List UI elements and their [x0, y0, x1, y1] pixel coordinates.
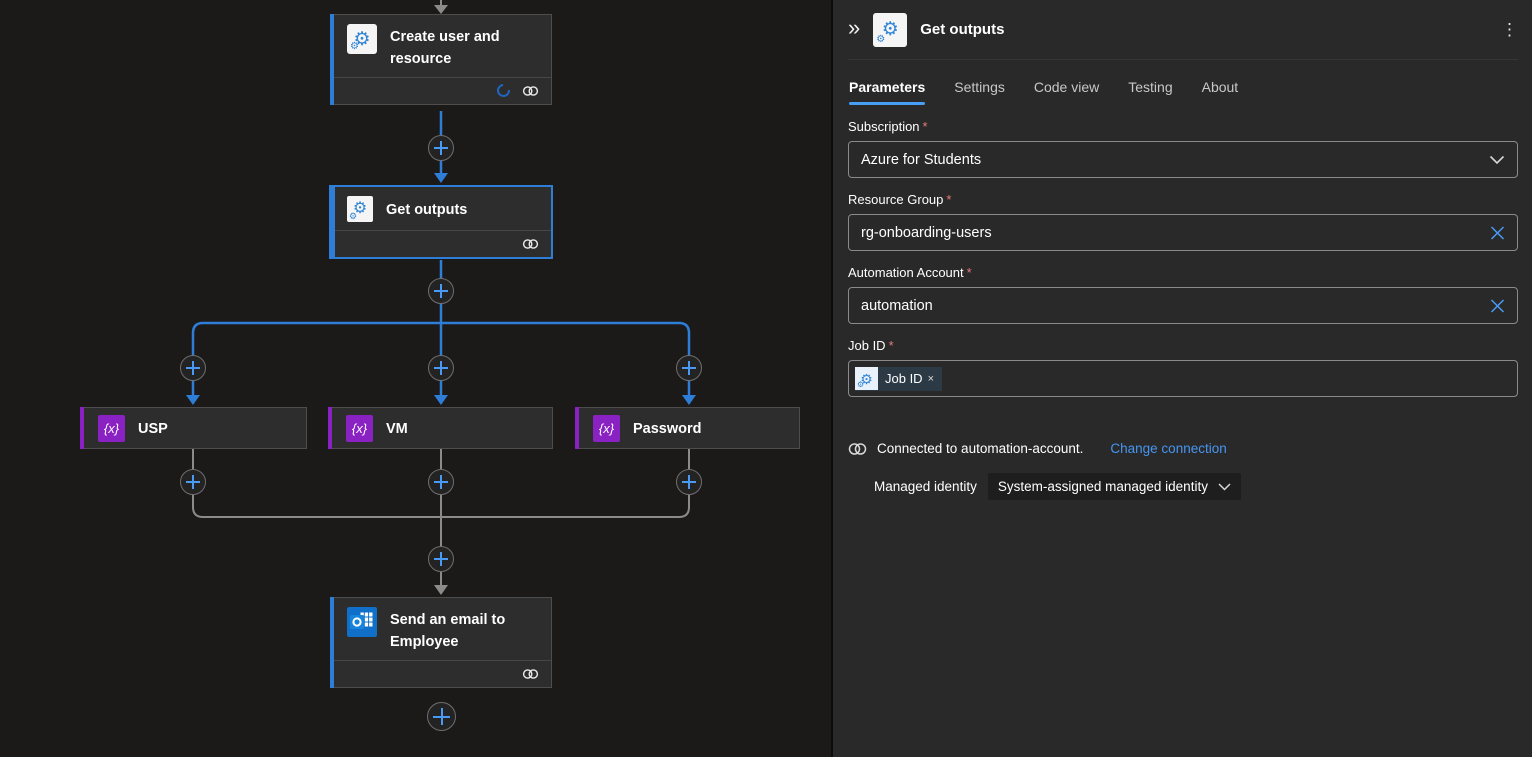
panel-tabs: Parameters Settings Code view Testing Ab… — [848, 73, 1518, 105]
connection-link-icon — [522, 669, 539, 679]
insert-action-button[interactable] — [180, 355, 206, 381]
job-id-field: Job ID* ⚙⚙ Job ID × — [848, 338, 1518, 397]
automation-account-label: Automation Account* — [848, 265, 972, 280]
managed-identity-row: Managed identity System-assigned managed… — [874, 473, 1518, 500]
managed-identity-dropdown[interactable]: System-assigned managed identity — [987, 473, 1241, 500]
node-title: Send an email to Employee — [390, 612, 506, 651]
automation-runbook-icon: ⚙⚙ — [873, 12, 908, 47]
add-action-button[interactable] — [427, 702, 456, 731]
change-connection-link[interactable]: Change connection — [1110, 441, 1227, 456]
outlook-icon — [347, 607, 377, 637]
resource-group-field: Resource Group* — [848, 192, 1518, 251]
node-password[interactable]: {x} Password — [575, 407, 800, 449]
connection-row: Connected to automation-account. Change … — [848, 441, 1518, 456]
insert-action-button[interactable] — [428, 546, 454, 572]
automation-account-input-wrap — [848, 287, 1518, 324]
node-title: Create user and resource — [390, 29, 500, 68]
insert-action-button[interactable] — [428, 278, 454, 304]
automation-account-field: Automation Account* — [848, 265, 1518, 324]
node-send-an-email-to-employee[interactable]: Send an email to Employee — [330, 597, 552, 688]
required-asterisk: * — [922, 119, 928, 134]
required-asterisk: * — [946, 192, 952, 207]
panel-title: Get outputs — [920, 21, 1005, 38]
job-id-input[interactable]: ⚙⚙ Job ID × — [848, 360, 1518, 397]
connection-link-icon — [522, 239, 539, 249]
tab-about[interactable]: About — [1201, 79, 1239, 95]
node-usp[interactable]: {x} USP — [80, 407, 307, 449]
tab-parameters[interactable]: Parameters — [849, 73, 926, 105]
job-id-label: Job ID* — [848, 338, 894, 353]
clear-field-icon[interactable] — [1490, 225, 1505, 240]
job-id-token[interactable]: ⚙⚙ Job ID × — [855, 366, 943, 391]
node-create-user-and-resource[interactable]: ⚙⚙ Create user and resource — [330, 14, 552, 105]
subscription-label: Subscription* — [848, 119, 928, 134]
node-title: Get outputs — [386, 201, 468, 218]
managed-identity-label: Managed identity — [874, 479, 977, 494]
panel-header: » ⚙⚙ Get outputs ⋮ — [848, 0, 1518, 60]
resource-group-input[interactable] — [861, 224, 1477, 241]
variable-icon: {x} — [346, 415, 373, 442]
collapse-panel-icon[interactable]: » — [848, 15, 861, 40]
insert-action-button[interactable] — [676, 469, 702, 495]
resource-group-input-wrap — [848, 214, 1518, 251]
insert-action-button[interactable] — [428, 469, 454, 495]
required-asterisk: * — [966, 265, 972, 280]
automation-runbook-icon: ⚙⚙ — [347, 24, 377, 54]
node-title: USP — [138, 421, 168, 438]
node-title: VM — [386, 421, 408, 438]
required-asterisk: * — [888, 338, 894, 353]
chevron-down-icon — [1218, 482, 1231, 491]
insert-action-button[interactable] — [428, 355, 454, 381]
tab-settings[interactable]: Settings — [954, 79, 1005, 95]
insert-action-button[interactable] — [428, 135, 454, 161]
node-vm[interactable]: {x} VM — [328, 407, 553, 449]
remove-token-icon[interactable]: × — [927, 372, 935, 385]
clear-field-icon[interactable] — [1490, 298, 1505, 313]
automation-runbook-icon: ⚙⚙ — [347, 196, 373, 222]
subscription-dropdown[interactable]: Azure for Students — [848, 141, 1518, 178]
variable-icon: {x} — [593, 415, 620, 442]
running-spinner-icon — [494, 81, 513, 101]
workflow-canvas[interactable]: ⚙⚙ Create user and resource ⚙⚙ Get outpu… — [0, 0, 833, 757]
node-title: Password — [633, 421, 702, 438]
variable-icon: {x} — [98, 415, 125, 442]
more-options-icon[interactable]: ⋮ — [1501, 19, 1518, 39]
operation-details-panel: » ⚙⚙ Get outputs ⋮ Parameters Settings C… — [833, 0, 1532, 757]
tab-testing[interactable]: Testing — [1128, 79, 1173, 95]
automation-account-input[interactable] — [861, 297, 1477, 314]
insert-action-button[interactable] — [180, 469, 206, 495]
node-get-outputs[interactable]: ⚙⚙ Get outputs — [329, 185, 553, 259]
resource-group-label: Resource Group* — [848, 192, 952, 207]
chevron-down-icon[interactable] — [1489, 155, 1505, 165]
connection-link-icon — [522, 86, 539, 96]
subscription-field: Subscription* Azure for Students — [848, 119, 1518, 178]
tab-code-view[interactable]: Code view — [1033, 79, 1100, 95]
connection-link-icon — [848, 442, 867, 455]
automation-runbook-icon: ⚙⚙ — [855, 367, 878, 390]
connection-status: Connected to automation-account. — [877, 441, 1084, 456]
insert-action-button[interactable] — [676, 355, 702, 381]
